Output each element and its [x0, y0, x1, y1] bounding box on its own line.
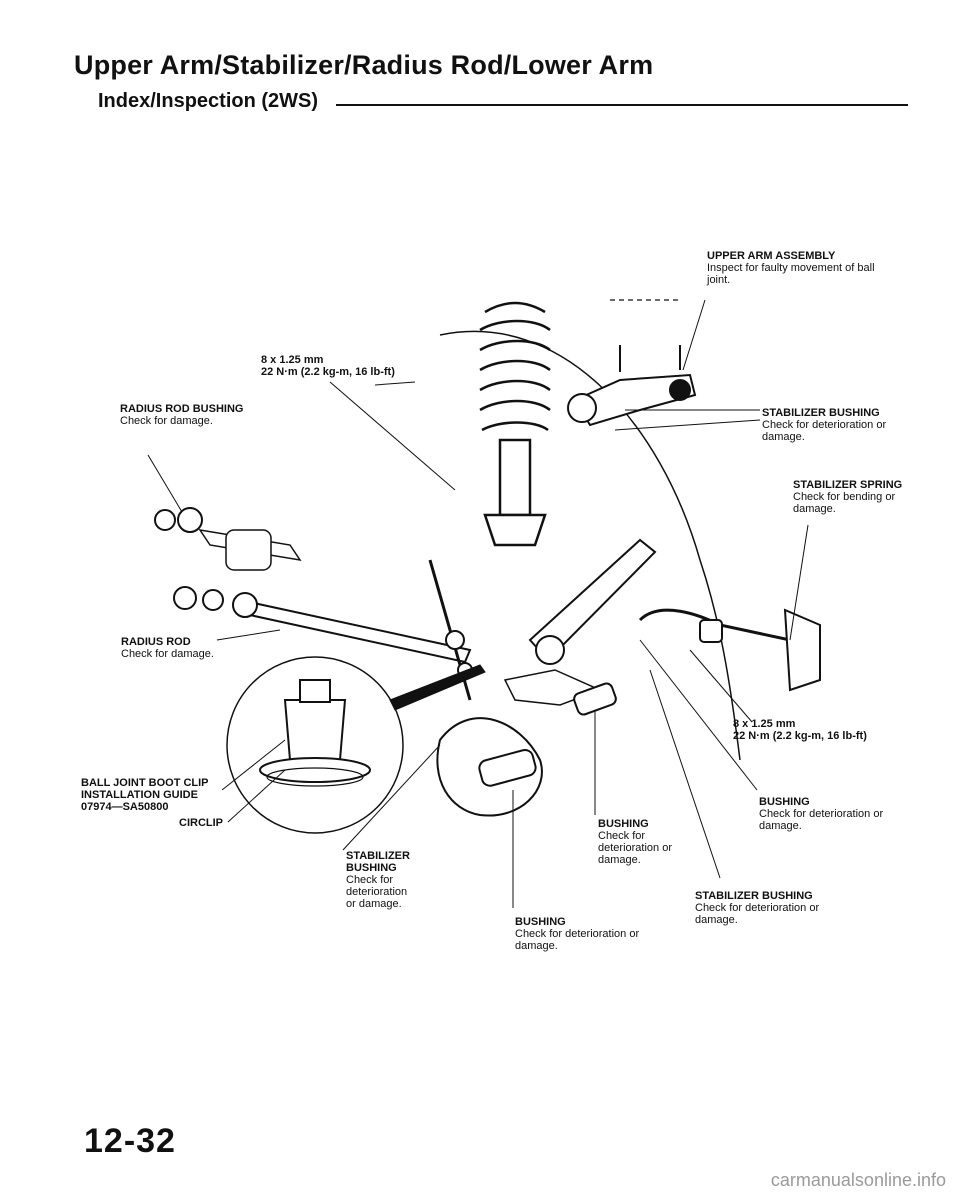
watermark: carmanualsonline.info — [770, 1170, 946, 1190]
upper-arm-assembly — [567, 299, 697, 427]
callout-body: Check for deterioration or damage. — [598, 830, 672, 866]
callout-heading: BUSHING — [598, 818, 649, 830]
callout-radius-rod-bushing: RADIUS ROD BUSHING Check for damage. — [120, 403, 250, 427]
callout-bushing-mid: BUSHING Check for deterioration or damag… — [598, 818, 680, 866]
stabilizer-bar — [638, 608, 821, 692]
callout-heading: STABILIZER BUSHING — [346, 850, 410, 874]
callout-heading: 8 x 1.25 mm — [733, 718, 796, 730]
steering-knuckle — [436, 717, 543, 817]
header-rule — [336, 104, 908, 106]
lower-arm — [503, 538, 657, 716]
callout-heading: STABILIZER BUSHING — [762, 407, 880, 419]
callout-stabilizer-bushing-bottom: STABILIZER BUSHING Check for deteriorati… — [695, 890, 825, 926]
callout-body: Check for damage. — [120, 415, 213, 427]
callout-bolt-top: 8 x 1.25 mm 22 N·m (2.2 kg-m, 16 lb-ft) — [261, 354, 431, 378]
callout-bolt-right: 8 x 1.25 mm 22 N·m (2.2 kg-m, 16 lb-ft) — [733, 718, 913, 742]
callout-body: Check for deterioration or damage. — [346, 874, 408, 910]
callout-stabilizer-spring: STABILIZER SPRING Check for bending or d… — [793, 479, 913, 515]
callout-heading: CIRCLIP — [179, 817, 223, 829]
callout-body: Check for deterioration or damage. — [759, 808, 884, 832]
callout-bushing-right: BUSHING Check for deterioration or damag… — [759, 796, 899, 832]
leader-lines — [147, 299, 809, 908]
callout-bushing-bottom: BUSHING Check for deterioration or damag… — [515, 916, 645, 952]
callout-heading: RADIUS ROD — [121, 636, 191, 648]
callout-heading: RADIUS ROD BUSHING — [120, 403, 244, 415]
callout-body: Check for damage. — [121, 648, 214, 660]
callout-body: Check for deterioration or damage. — [515, 928, 640, 952]
callout-radius-rod: RADIUS ROD Check for damage. — [121, 636, 261, 660]
page-title: Upper Arm/Stabilizer/Radius Rod/Lower Ar… — [74, 50, 654, 80]
callout-heading: BUSHING — [759, 796, 810, 808]
shock-absorber — [479, 301, 551, 547]
inset-pointer-wedge — [389, 664, 486, 711]
callout-heading: STABILIZER BUSHING — [695, 890, 813, 902]
callout-circlip: CIRCLIP — [179, 817, 239, 829]
callout-stabilizer-bushing-top: STABILIZER BUSHING Check for deteriorati… — [762, 407, 907, 443]
radius-rod — [173, 586, 472, 664]
page-subtitle: Index/Inspection (2WS) — [98, 90, 319, 112]
callout-body: 22 N·m (2.2 kg-m, 16 lb-ft) — [261, 366, 395, 378]
callout-upper-arm-assembly: UPPER ARM ASSEMBLY Inspect for faulty mo… — [707, 250, 877, 286]
radius-rod-bushing-cluster — [154, 507, 302, 571]
callout-body: Inspect for faulty movement of ball join… — [707, 262, 875, 286]
ball-joint-inset — [226, 656, 404, 834]
callout-body: Check for deterioration or damage. — [695, 902, 820, 926]
callout-heading: BALL JOINT BOOT CLIP INSTALLATION GUIDE … — [81, 777, 209, 813]
callout-heading: STABILIZER SPRING — [793, 479, 903, 491]
callout-body: 22 N·m (2.2 kg-m, 16 lb-ft) — [733, 730, 867, 742]
callout-heading: UPPER ARM ASSEMBLY — [707, 250, 836, 262]
callout-body: Check for deterioration or damage. — [762, 419, 887, 443]
page-number: 12-32 — [84, 1122, 176, 1160]
callout-heading: 8 x 1.25 mm — [261, 354, 324, 366]
callout-stabilizer-bushing-left: STABILIZER BUSHING Check for deteriorati… — [346, 850, 418, 910]
callout-body: Check for bending or damage. — [793, 491, 896, 515]
callout-heading: BUSHING — [515, 916, 566, 928]
callout-ball-joint-guide: BALL JOINT BOOT CLIP INSTALLATION GUIDE … — [81, 777, 231, 813]
